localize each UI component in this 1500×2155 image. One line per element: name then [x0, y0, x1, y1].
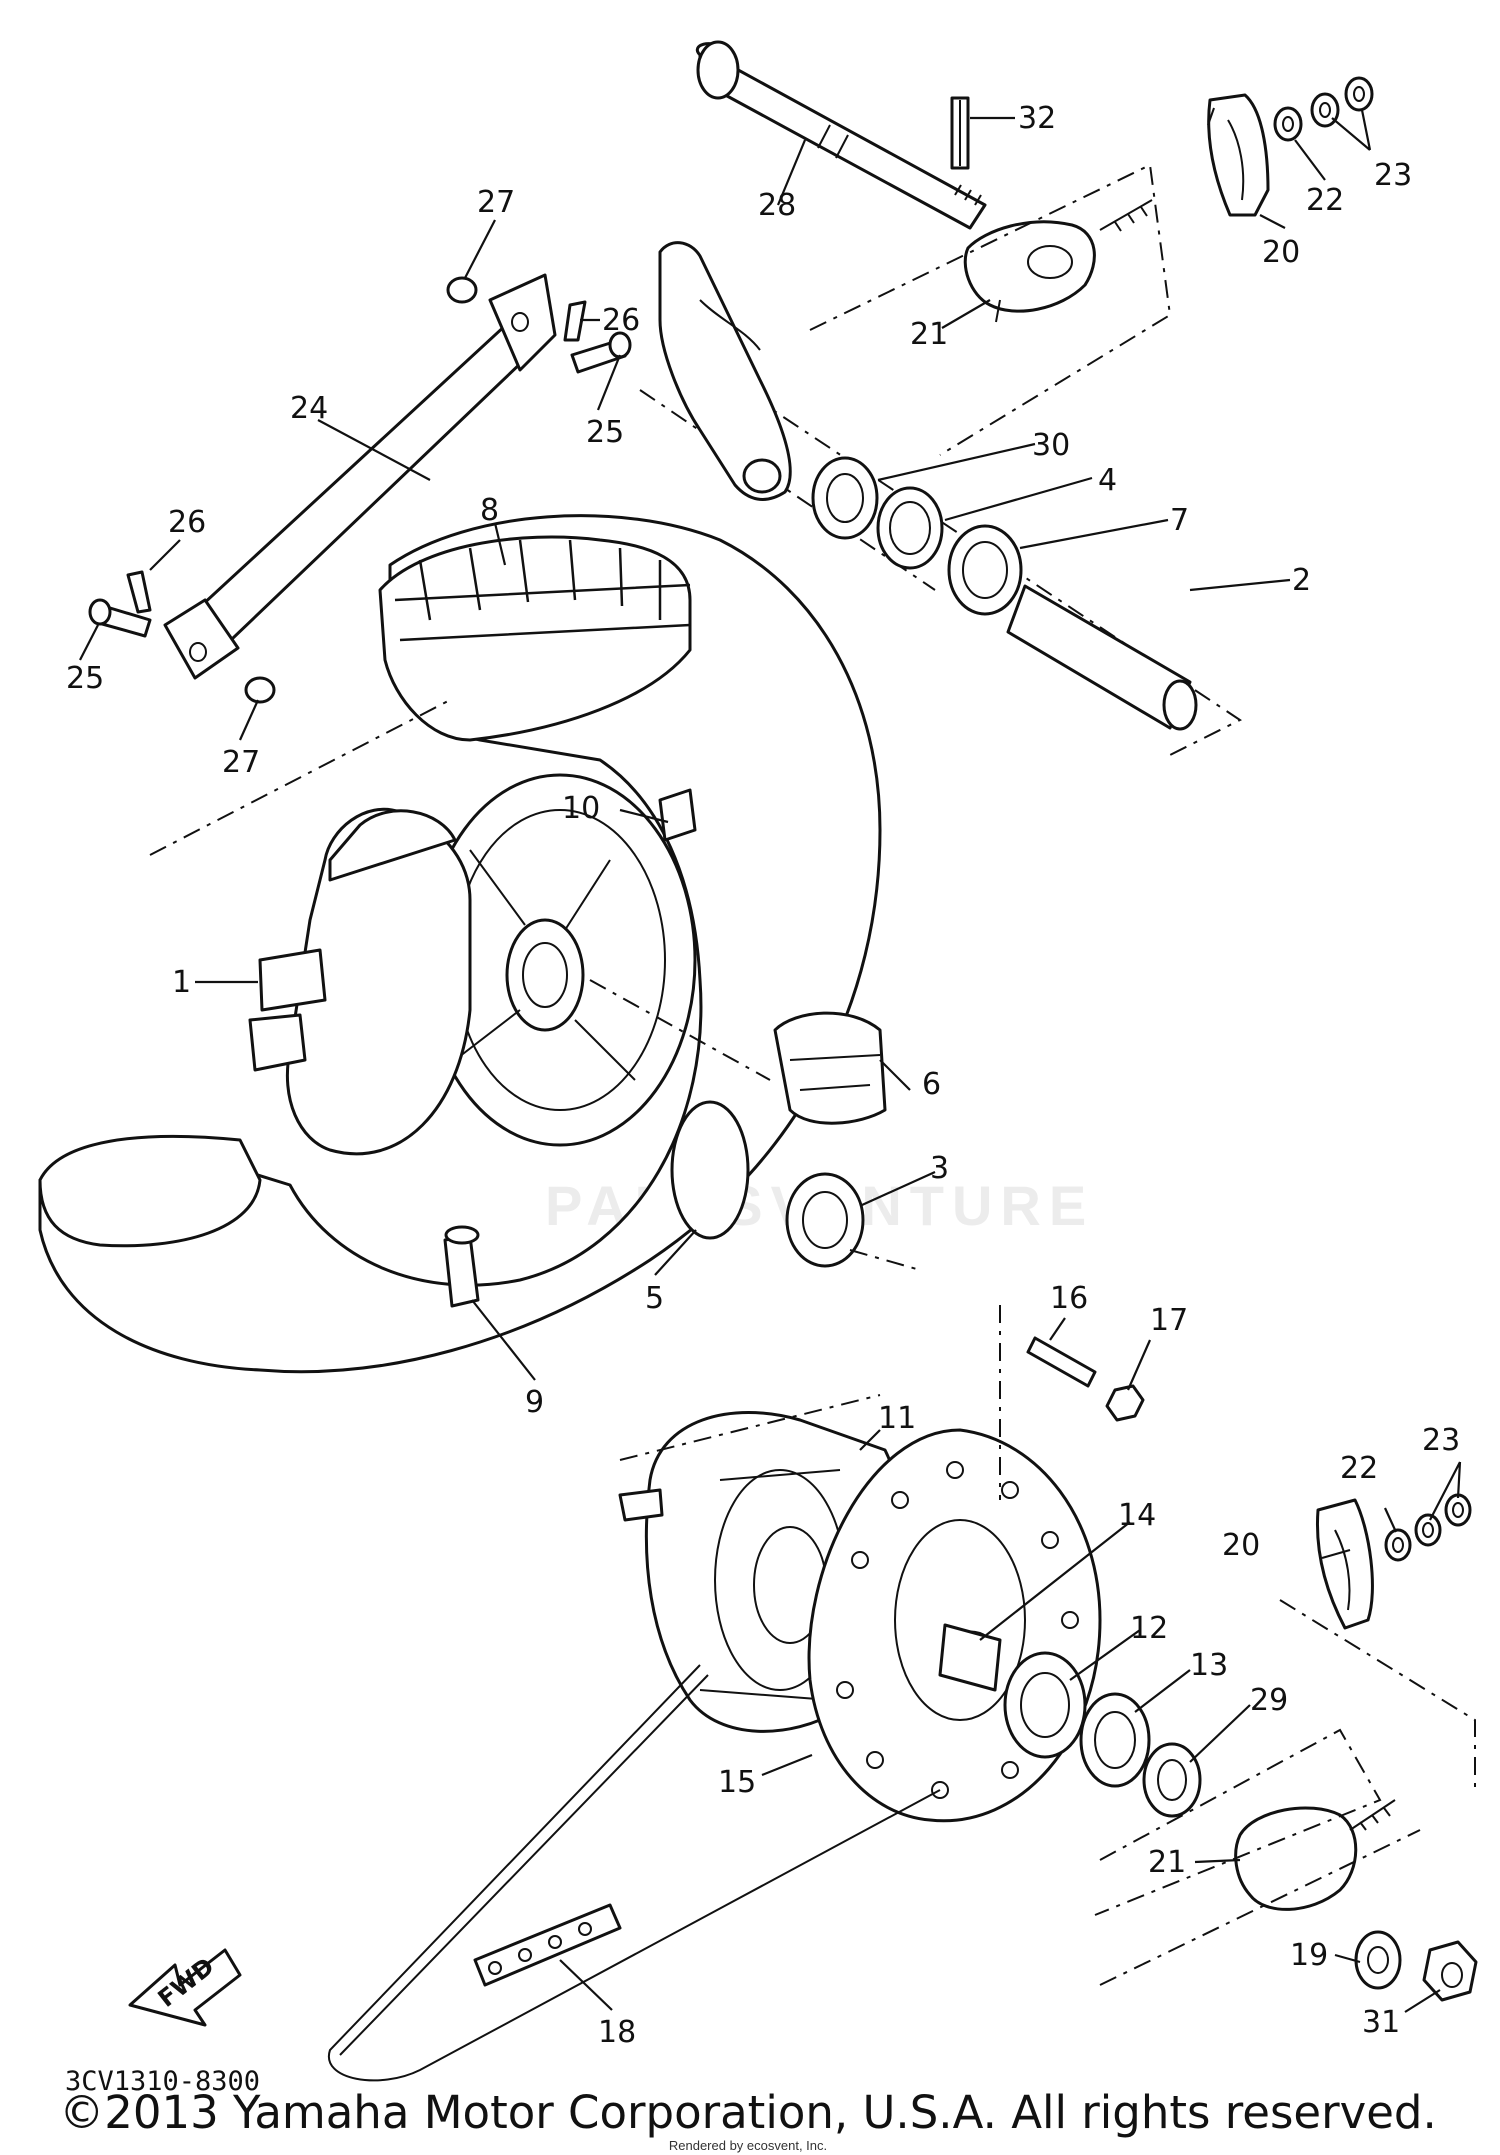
- torque-arm-part: [163, 273, 557, 680]
- callout-31: 31: [1362, 2005, 1400, 2040]
- callout-21-top: 21: [910, 317, 948, 352]
- rear-wheel-tire-part: [38, 514, 882, 1374]
- callout-12: 12: [1130, 1611, 1168, 1646]
- callout-22-top: 22: [1306, 183, 1344, 218]
- caliper-bracket-part: [658, 241, 792, 501]
- pad-support-group-box: [809, 163, 1172, 456]
- rendered-by-note: Rendered by ecosvent, Inc.: [669, 2138, 827, 2153]
- brake-pad-top-part: [1207, 93, 1270, 217]
- drive-chain-part: [327, 1664, 941, 2082]
- callout-14: 14: [1118, 1498, 1156, 1533]
- callout-20-bottom: 20: [1222, 1528, 1260, 1563]
- copyright-notice: ©2013 Yamaha Motor Corporation, U.S.A. A…: [59, 2086, 1437, 2139]
- forward-arrow-icon: FWD: [128, 1948, 242, 2027]
- callout-21-bottom: 21: [1148, 1845, 1186, 1880]
- callout-24: 24: [290, 391, 328, 426]
- hub-seal-bearing-group: [811, 456, 1198, 731]
- callout-27-left: 27: [222, 745, 260, 780]
- sprocket-hub-bearings-group: [938, 1623, 1202, 1818]
- callout-25-top: 25: [586, 415, 624, 450]
- callout-18: 18: [598, 2015, 636, 2050]
- callout-2: 2: [1292, 563, 1311, 598]
- callout-5: 5: [645, 1281, 664, 1316]
- leader-lines: [79, 109, 1462, 2013]
- callout-11: 11: [878, 1401, 916, 1436]
- sprocket-holes: [836, 1461, 1079, 1799]
- callout-22-bottom: 22: [1340, 1451, 1378, 1486]
- callout-8: 8: [480, 493, 499, 528]
- callout-9: 9: [525, 1385, 544, 1420]
- axle-shaft-part: [696, 40, 987, 230]
- callout-17: 17: [1150, 1303, 1188, 1338]
- sprocket-stud-nut-part: [1026, 1336, 1145, 1422]
- callout-4: 4: [1098, 463, 1117, 498]
- o-ring-part: [670, 1100, 750, 1240]
- callout-28: 28: [758, 188, 796, 223]
- torque-arm-fasteners: [88, 276, 632, 704]
- callout-15: 15: [718, 1765, 756, 1800]
- callout-27-top: 27: [477, 185, 515, 220]
- callout-23-bottom: 23: [1422, 1423, 1460, 1458]
- callout-1: 1: [172, 965, 191, 1000]
- callout-26-left: 26: [168, 505, 206, 540]
- callout-16: 16: [1050, 1281, 1088, 1316]
- cotter-pin-part: [950, 96, 970, 170]
- callout-29: 29: [1250, 1683, 1288, 1718]
- callout-20-top: 20: [1262, 235, 1300, 270]
- callout-10: 10: [562, 791, 600, 826]
- diagram-part-code: 3CV1310-8300: [65, 2066, 260, 2097]
- callout-7: 7: [1170, 503, 1189, 538]
- callout-32: 32: [1018, 101, 1056, 136]
- callout-6: 6: [922, 1067, 941, 1102]
- callout-13: 13: [1190, 1648, 1228, 1683]
- wheel-bearing-guide: [149, 699, 921, 1271]
- pad-support-top-part: [963, 199, 1153, 323]
- wheel-bearing-part: [785, 1172, 865, 1268]
- callout-26-top: 26: [602, 303, 640, 338]
- brake-pad-bottom-part: [1316, 1493, 1472, 1630]
- callout-19: 19: [1290, 1938, 1328, 1973]
- callout-labels: 32 28 20 22 23 21 27 26 25 24 26 25 27 3…: [66, 101, 1460, 2050]
- wheel-damper-part: [773, 1011, 887, 1125]
- hub-group-guides: [619, 1305, 1476, 1986]
- washer-nuts-top-part: [1273, 76, 1374, 142]
- callout-25-left: 25: [66, 661, 104, 696]
- callout-30: 30: [1032, 428, 1070, 463]
- callout-23-top: 23: [1374, 158, 1412, 193]
- callout-3: 3: [930, 1151, 949, 1186]
- pad-support-bottom-part: [1234, 1799, 1478, 2002]
